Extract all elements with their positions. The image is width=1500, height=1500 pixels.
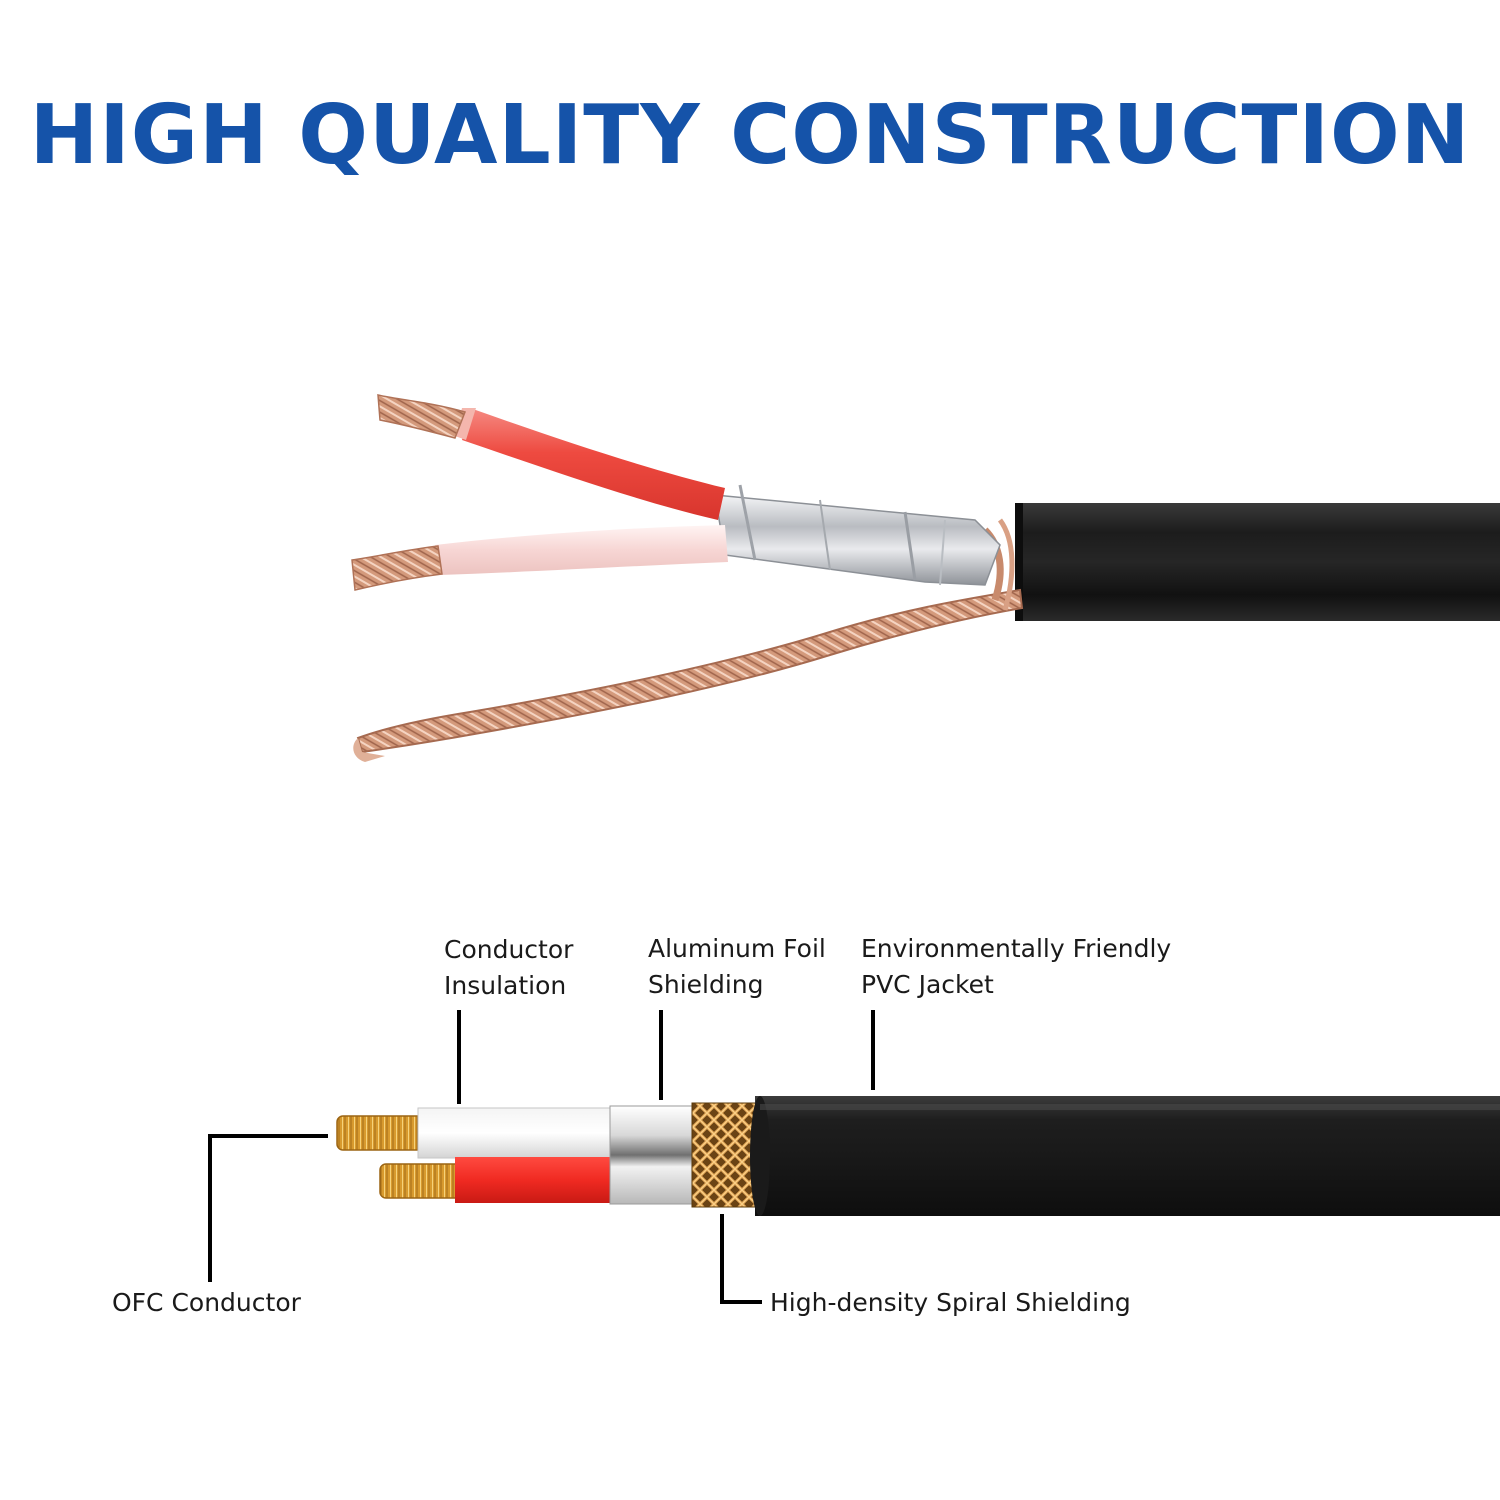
label-ofc-conductor: OFC Conductor (112, 1288, 301, 1317)
white-insulation (417, 1107, 619, 1159)
label-spiral-shielding: High-density Spiral Shielding (770, 1288, 1131, 1317)
photo-red-copper-tip (377, 394, 466, 439)
label-aluminum-foil-shielding: Aluminum Foil Shielding (648, 931, 826, 1003)
photo-white-conductor (435, 525, 728, 575)
photo-white-copper-tip (351, 545, 443, 591)
label-line: Shielding (648, 970, 764, 999)
label-pvc-jacket: Environmentally Friendly PVC Jacket (861, 931, 1171, 1003)
pvc-jacket-segment (755, 1096, 1500, 1216)
label-line: PVC Jacket (861, 970, 994, 999)
label-conductor-insulation: Conductor Insulation (444, 932, 573, 1004)
leader-spiral-shielding (720, 1214, 762, 1304)
photo-jacket (1015, 503, 1500, 621)
ofc-conductor-top (336, 1115, 424, 1151)
page-title: HIGH QUALITY CONSTRUCTION (29, 88, 1471, 183)
label-line: Insulation (444, 971, 567, 1000)
leader-ofc-conductor (208, 1134, 328, 1282)
label-line: Conductor (444, 935, 574, 964)
label-line: Environmentally Friendly (861, 934, 1172, 963)
aluminum-foil-segment (609, 1105, 697, 1205)
ofc-conductor-bottom (379, 1163, 463, 1199)
photo-red-conductor (462, 408, 725, 520)
cable-photo-illustration (351, 394, 1500, 762)
red-insulation (455, 1157, 620, 1203)
label-line: Aluminum Foil (648, 934, 826, 963)
